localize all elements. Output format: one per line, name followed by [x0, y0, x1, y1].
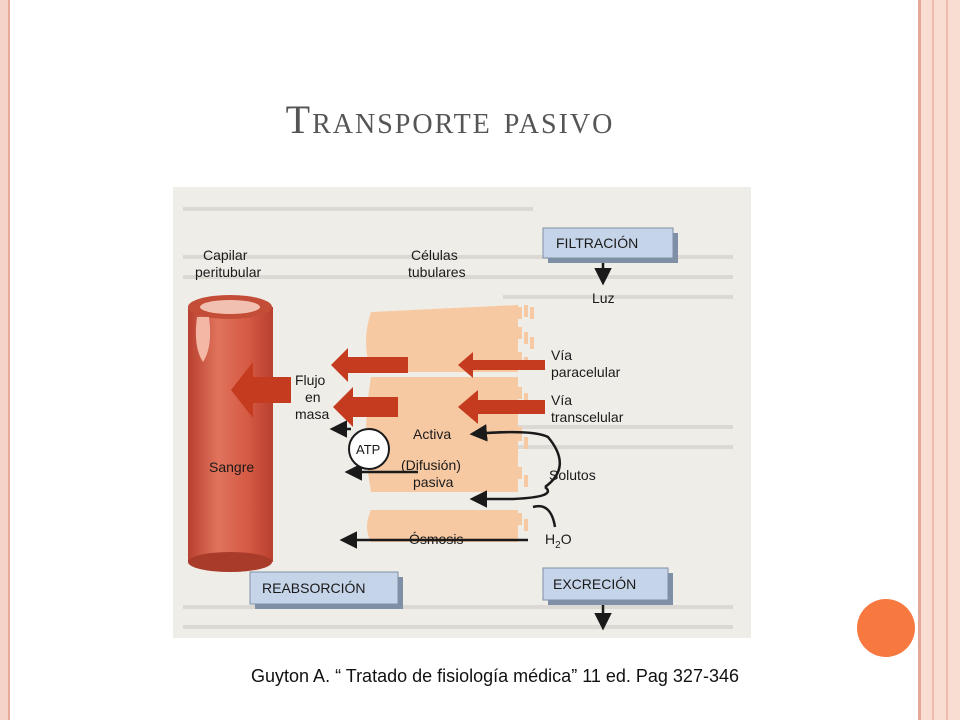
label-peritubular: peritubular	[195, 264, 261, 280]
label-tubulares: tubulares	[408, 264, 466, 280]
label-filtracion: FILTRACIÓN	[556, 235, 638, 251]
label-via-transcelular-2: transcelular	[551, 409, 624, 425]
label-flujo: Flujo	[295, 372, 326, 388]
paracellular-arrow-left	[331, 348, 408, 382]
slide-border-right-line	[918, 0, 921, 720]
label-via-paracelular-1: Vía	[551, 347, 572, 363]
citation-caption: Guyton A. “ Tratado de fisiología médica…	[251, 666, 739, 686]
paracellular-arrow-right	[458, 352, 545, 378]
peritubular-capillary	[188, 295, 273, 572]
transport-diagram: Capilar peritubular Células tubulares FI…	[173, 187, 751, 638]
label-activa: Activa	[413, 426, 451, 442]
label-osmosis: Ósmosis	[409, 531, 463, 547]
atp-circle	[348, 428, 390, 470]
label-atp: ATP	[356, 442, 380, 457]
decorative-circle	[857, 599, 915, 657]
active-transport-curve	[469, 424, 562, 489]
slide-border-left-line	[8, 0, 10, 720]
label-masa: masa	[295, 406, 329, 422]
label-difusion: (Difusión)	[401, 457, 461, 473]
slide-border-right-line	[946, 0, 948, 720]
filtration-box	[542, 227, 678, 263]
bulk-flow-arrows	[231, 348, 545, 427]
transcellular-arrow-left	[333, 387, 398, 427]
excretion-box	[542, 567, 673, 605]
water-curve	[532, 504, 557, 528]
label-pasiva: pasiva	[413, 474, 454, 490]
solute-arrows	[329, 259, 612, 631]
label-sangre: Sangre	[209, 459, 254, 475]
transcellular-arrow-right	[458, 390, 545, 424]
label-excrecion: EXCRECIÓN	[553, 576, 636, 592]
label-en: en	[305, 389, 321, 405]
slide-border-right-line	[932, 0, 934, 720]
slide-border-left	[0, 0, 8, 720]
slide-title: Transporte pasivo	[285, 97, 615, 142]
label-via-transcelular-1: Vía	[551, 392, 572, 408]
label-capilar: Capilar	[203, 247, 248, 263]
reabsorption-box	[249, 571, 403, 609]
label-reabsorcion: REABSORCIÓN	[262, 580, 365, 596]
label-solutos: Solutos	[549, 467, 596, 483]
lumen-solute-curve	[469, 486, 550, 508]
label-h2o: H2O	[545, 531, 572, 551]
label-luz: Luz	[592, 290, 615, 306]
brush-border	[518, 305, 534, 531]
label-celulas: Células	[411, 247, 458, 263]
slide-border-right	[918, 0, 960, 720]
label-via-paracelular-2: paracelular	[551, 364, 621, 380]
bulk-flow-arrow	[231, 362, 291, 418]
